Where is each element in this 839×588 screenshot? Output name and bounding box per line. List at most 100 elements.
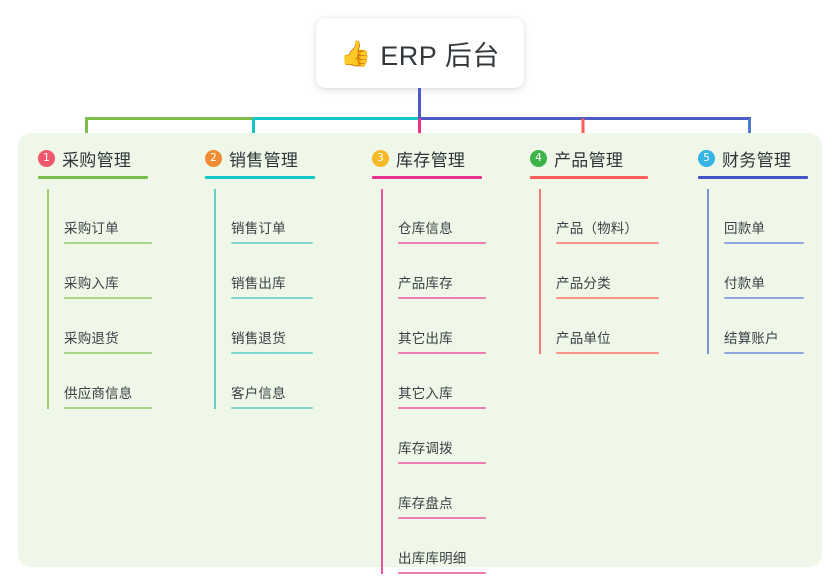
list-item-label: 采购退货: [64, 331, 119, 347]
list-item[interactable]: 产品分类: [539, 244, 659, 299]
column-title-product: 产品管理: [554, 150, 624, 170]
list-item[interactable]: 产品（物料）: [539, 189, 659, 244]
list-item[interactable]: 采购入库: [47, 244, 152, 299]
column-spine-product: [539, 189, 541, 354]
list-item[interactable]: 采购退货: [47, 299, 152, 354]
root-node[interactable]: 👍 ERP 后台: [316, 18, 524, 88]
column-title-finance: 财务管理: [722, 150, 792, 170]
list-item-rule: [64, 352, 152, 354]
list-item-label: 付款单: [724, 276, 766, 292]
list-item[interactable]: 销售订单: [214, 189, 313, 244]
list-item[interactable]: 出库库明细: [381, 519, 486, 574]
list-item[interactable]: 供应商信息: [47, 354, 152, 409]
list-item[interactable]: 销售退货: [214, 299, 313, 354]
column-header-product[interactable]: 4 产品管理: [530, 145, 659, 171]
list-item-label: 其它出库: [398, 331, 453, 347]
list-item-rule: [398, 407, 486, 409]
list-item-label: 产品（物料）: [556, 221, 639, 237]
column-items-inventory: 仓库信息产品库存其它出库其它入库库存调拨库存盘点出库库明细: [381, 189, 486, 574]
column-items-product: 产品（物料） 产品分类产品单位: [539, 189, 659, 354]
list-item-rule: [398, 242, 486, 244]
list-item[interactable]: 其它入库: [381, 354, 486, 409]
column-header-rule-sales: [205, 176, 315, 179]
column-sales: 2 销售管理销售订单销售出库销售退货客户信息: [205, 145, 315, 409]
column-badge-product: 4: [530, 149, 547, 167]
list-item[interactable]: 结算账户: [707, 299, 804, 354]
list-item[interactable]: 客户信息: [214, 354, 313, 409]
column-badge-sales: 2: [205, 149, 222, 167]
list-item-rule: [724, 352, 804, 354]
column-title-sales: 销售管理: [229, 150, 299, 170]
list-item-label: 销售订单: [231, 221, 286, 237]
column-purchase: 1 采购管理采购订单采购入库采购退货供应商信息: [38, 145, 152, 409]
list-item-rule: [231, 242, 313, 244]
column-items-purchase: 采购订单采购入库采购退货供应商信息: [47, 189, 152, 409]
list-item-rule: [556, 297, 659, 299]
column-inventory: 3 库存管理仓库信息产品库存其它出库其它入库库存调拨库存盘点出库库明细: [372, 145, 486, 574]
list-item-rule: [724, 242, 804, 244]
diagram-panel: 1 采购管理采购订单采购入库采购退货供应商信息 2 销售管理销售订单销售出库销售退货客…: [18, 133, 822, 574]
list-item-rule: [398, 572, 486, 574]
list-item-rule: [556, 352, 659, 354]
list-item[interactable]: 产品单位: [539, 299, 659, 354]
list-item-label: 销售退货: [231, 331, 286, 347]
column-spine-purchase: [47, 189, 49, 409]
list-item-label: 销售出库: [231, 276, 286, 292]
list-item-label: 采购订单: [64, 221, 119, 237]
column-finance: 5 财务管理回款单付款单结算账户: [698, 145, 808, 354]
list-item-rule: [556, 242, 659, 244]
column-spine-finance: [707, 189, 709, 354]
list-item[interactable]: 采购订单: [47, 189, 152, 244]
list-item[interactable]: 仓库信息: [381, 189, 486, 244]
list-item-label: 产品单位: [556, 331, 611, 347]
list-item-label: 仓库信息: [398, 221, 453, 237]
column-header-purchase[interactable]: 1 采购管理: [38, 145, 152, 171]
list-item-label: 产品库存: [398, 276, 453, 292]
list-item-label: 客户信息: [231, 386, 286, 402]
column-items-finance: 回款单付款单结算账户: [707, 189, 808, 354]
list-item[interactable]: 回款单: [707, 189, 804, 244]
list-item-label: 其它入库: [398, 386, 453, 402]
column-title-inventory: 库存管理: [396, 150, 466, 170]
column-header-sales[interactable]: 2 销售管理: [205, 145, 315, 171]
list-item-rule: [398, 297, 486, 299]
list-item-label: 结算账户: [724, 331, 779, 347]
list-item-rule: [231, 297, 313, 299]
list-item-label: 采购入库: [64, 276, 119, 292]
list-item-label: 回款单: [724, 221, 766, 237]
list-item-rule: [398, 462, 486, 464]
column-badge-purchase: 1: [38, 149, 55, 167]
list-item-rule: [398, 517, 486, 519]
thumbs-up-icon: 👍: [340, 39, 372, 68]
list-item-rule: [231, 352, 313, 354]
column-product: 4 产品管理产品（物料） 产品分类产品单位: [530, 145, 659, 354]
column-header-rule-finance: [698, 176, 808, 179]
list-item[interactable]: 库存盘点: [381, 464, 486, 519]
column-badge-inventory: 3: [372, 149, 389, 167]
list-item[interactable]: 其它出库: [381, 299, 486, 354]
list-item-label: 产品分类: [556, 276, 611, 292]
list-item[interactable]: 销售出库: [214, 244, 313, 299]
column-title-purchase: 采购管理: [62, 150, 132, 170]
column-header-rule-purchase: [38, 176, 148, 179]
column-header-rule-product: [530, 176, 648, 179]
column-spine-inventory: [381, 189, 383, 574]
column-header-rule-inventory: [372, 176, 482, 179]
list-item-label: 库存调拨: [398, 441, 453, 457]
list-item-label: 库存盘点: [398, 496, 453, 512]
column-items-sales: 销售订单销售出库销售退货客户信息: [214, 189, 315, 409]
list-item[interactable]: 产品库存: [381, 244, 486, 299]
column-badge-finance: 5: [698, 149, 715, 167]
list-item-label: 出库库明细: [398, 551, 467, 567]
list-item[interactable]: 付款单: [707, 244, 804, 299]
list-item[interactable]: 库存调拨: [381, 409, 486, 464]
list-item-label: 供应商信息: [64, 386, 133, 402]
list-item-rule: [398, 352, 486, 354]
list-item-rule: [724, 297, 804, 299]
list-item-rule: [64, 297, 152, 299]
list-item-rule: [231, 407, 313, 409]
list-item-rule: [64, 407, 152, 409]
column-header-inventory[interactable]: 3 库存管理: [372, 145, 486, 171]
column-header-finance[interactable]: 5 财务管理: [698, 145, 808, 171]
root-title: ERP 后台: [380, 40, 500, 71]
